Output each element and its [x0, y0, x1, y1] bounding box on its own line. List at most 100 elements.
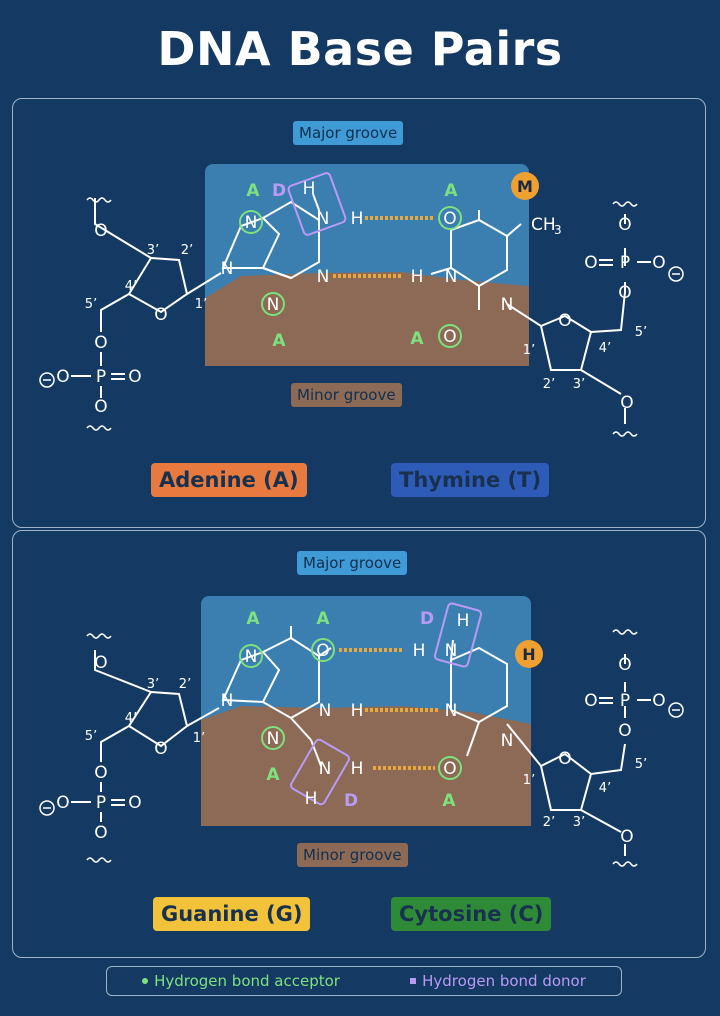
legend-donor-label: Hydrogen bond donor: [422, 972, 586, 990]
c2-label: 2’: [543, 815, 555, 830]
chain-continuation-icon: [612, 430, 638, 437]
n2-atom: N: [319, 759, 332, 779]
n1-atom: N: [501, 295, 514, 315]
minor-groove-area: [201, 705, 531, 826]
n7-atom: N: [245, 213, 258, 233]
o-atom: O: [94, 221, 107, 241]
chain-continuation-icon: [86, 856, 112, 863]
acceptor-dot-icon: [142, 978, 149, 984]
cytosine-label: Cytosine (C): [391, 897, 552, 931]
chain-continuation-icon: [612, 200, 638, 207]
c1-label: 1’: [193, 731, 205, 746]
c4-label: 4’: [125, 279, 137, 294]
n3-atom: N: [267, 729, 280, 749]
n7-atom: N: [245, 647, 258, 667]
n3-atom: N: [445, 701, 458, 721]
o-atom: O: [94, 333, 107, 353]
c3-label: 3’: [147, 677, 159, 692]
p-atom: P: [620, 691, 630, 711]
hydrogen-badge: [515, 639, 543, 668]
c1-label: 1’: [523, 773, 535, 788]
donor-marker: D: [420, 609, 434, 629]
acceptor-marker: A: [444, 181, 458, 201]
o-atom: O: [94, 397, 107, 417]
c5-label: 5’: [85, 297, 97, 312]
p-atom: P: [96, 367, 106, 387]
c1-label: 1’: [195, 297, 207, 312]
acceptor-marker: A: [246, 609, 260, 629]
c5-label: 5’: [635, 757, 647, 772]
chain-continuation-icon: [612, 628, 638, 635]
o-atom: O: [558, 749, 571, 769]
acceptor-marker: A: [316, 609, 330, 629]
o-atom: O: [94, 763, 107, 783]
at-pair-panel: N N N N N H H O H N N O CH 3 O O O P O O…: [12, 98, 706, 528]
h-atom: H: [457, 611, 470, 631]
c4-label: 4’: [599, 341, 611, 356]
negative-charge-icon: [668, 701, 684, 718]
o-atom: O: [128, 793, 141, 813]
n1-atom: N: [319, 701, 332, 721]
donor-marker: D: [344, 791, 358, 811]
gc-pair-diagram: N N N O N H N H H H N H N N O O O O P O …: [39, 595, 684, 867]
guanine-label: Guanine (G): [153, 897, 311, 931]
o-atom: O: [652, 253, 665, 273]
methyl-badge: [511, 171, 539, 200]
o-atom: O: [154, 739, 167, 759]
acceptor-marker: A: [266, 765, 280, 785]
n1-atom: N: [317, 267, 330, 287]
p-atom: P: [96, 793, 106, 813]
o-atom: O: [128, 367, 141, 387]
o-atom: O: [56, 367, 69, 387]
thymine-label: Thymine (T): [391, 463, 550, 497]
at-pair-diagram: N N N N N H H O H N N O CH 3 O O O P O O…: [39, 163, 684, 437]
major-groove-label: Major groove: [293, 121, 404, 145]
n9-atom: N: [221, 259, 234, 279]
c5-label: 5’: [85, 729, 97, 744]
n9-atom: N: [221, 691, 234, 711]
c4-label: 4’: [599, 781, 611, 796]
minor-groove-area: [205, 271, 529, 366]
hydrogen-badge-label: H: [522, 645, 535, 664]
o-atom: O: [652, 691, 665, 711]
donor-square-icon: [410, 978, 417, 984]
minor-groove-label: Minor groove: [291, 383, 402, 407]
h-atom: H: [411, 267, 424, 287]
o-atom: O: [558, 311, 571, 331]
negative-charge-icon: [668, 265, 684, 282]
acceptor-marker: A: [246, 181, 260, 201]
h-atom: H: [351, 209, 364, 229]
o-atom: O: [94, 823, 107, 843]
c5-label: 5’: [635, 325, 647, 340]
minor-groove-label: Minor groove: [297, 843, 408, 867]
acceptor-marker: A: [442, 791, 456, 811]
gc-pair-panel: N N N O N H N H H H N H N N O O O O P O …: [12, 530, 706, 958]
chain-continuation-icon: [612, 860, 638, 867]
n3-atom: N: [445, 267, 458, 287]
methyl-subscript: 3: [554, 223, 562, 237]
methyl-badge-label: M: [517, 177, 533, 196]
acceptor-marker: A: [272, 331, 286, 351]
c1-label: 1’: [523, 343, 535, 358]
c2-label: 2’: [543, 377, 555, 392]
o2-atom: O: [443, 327, 456, 347]
c3-label: 3’: [147, 243, 159, 258]
methyl-label: CH: [531, 215, 556, 235]
o-atom: O: [618, 283, 631, 303]
c3-label: 3’: [573, 815, 585, 830]
c2-label: 2’: [179, 677, 191, 692]
o-atom: O: [584, 253, 597, 273]
o-atom: O: [584, 691, 597, 711]
o-atom: O: [618, 721, 631, 741]
chain-continuation-icon: [86, 196, 112, 203]
o-atom: O: [618, 215, 631, 235]
chain-continuation-icon: [86, 424, 112, 431]
legend-acceptor-label: Hydrogen bond acceptor: [154, 972, 340, 990]
o-atom: O: [56, 793, 69, 813]
c4-label: 4’: [125, 711, 137, 726]
o2-atom: O: [443, 759, 456, 779]
h-atom: H: [413, 641, 426, 661]
c3-label: 3’: [573, 377, 585, 392]
o-atom: O: [620, 393, 633, 413]
negative-charge-icon: [39, 799, 55, 816]
